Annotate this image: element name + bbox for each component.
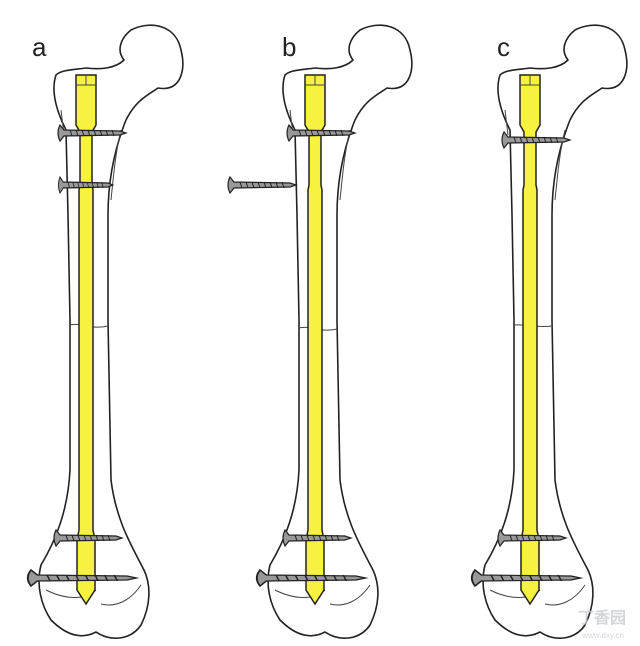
femur-panel-b — [255, 24, 413, 639]
panel-label-a: a — [32, 32, 47, 62]
watermark-url: www.dxy.cn — [582, 631, 624, 640]
femur-panel-a — [26, 24, 184, 639]
watermark-logo: 丁香园 — [577, 610, 626, 627]
panel-label-b: b — [282, 32, 297, 62]
panel-label-c: c — [497, 32, 510, 62]
removed-screw — [227, 176, 297, 194]
femur-panel-c — [470, 24, 628, 639]
